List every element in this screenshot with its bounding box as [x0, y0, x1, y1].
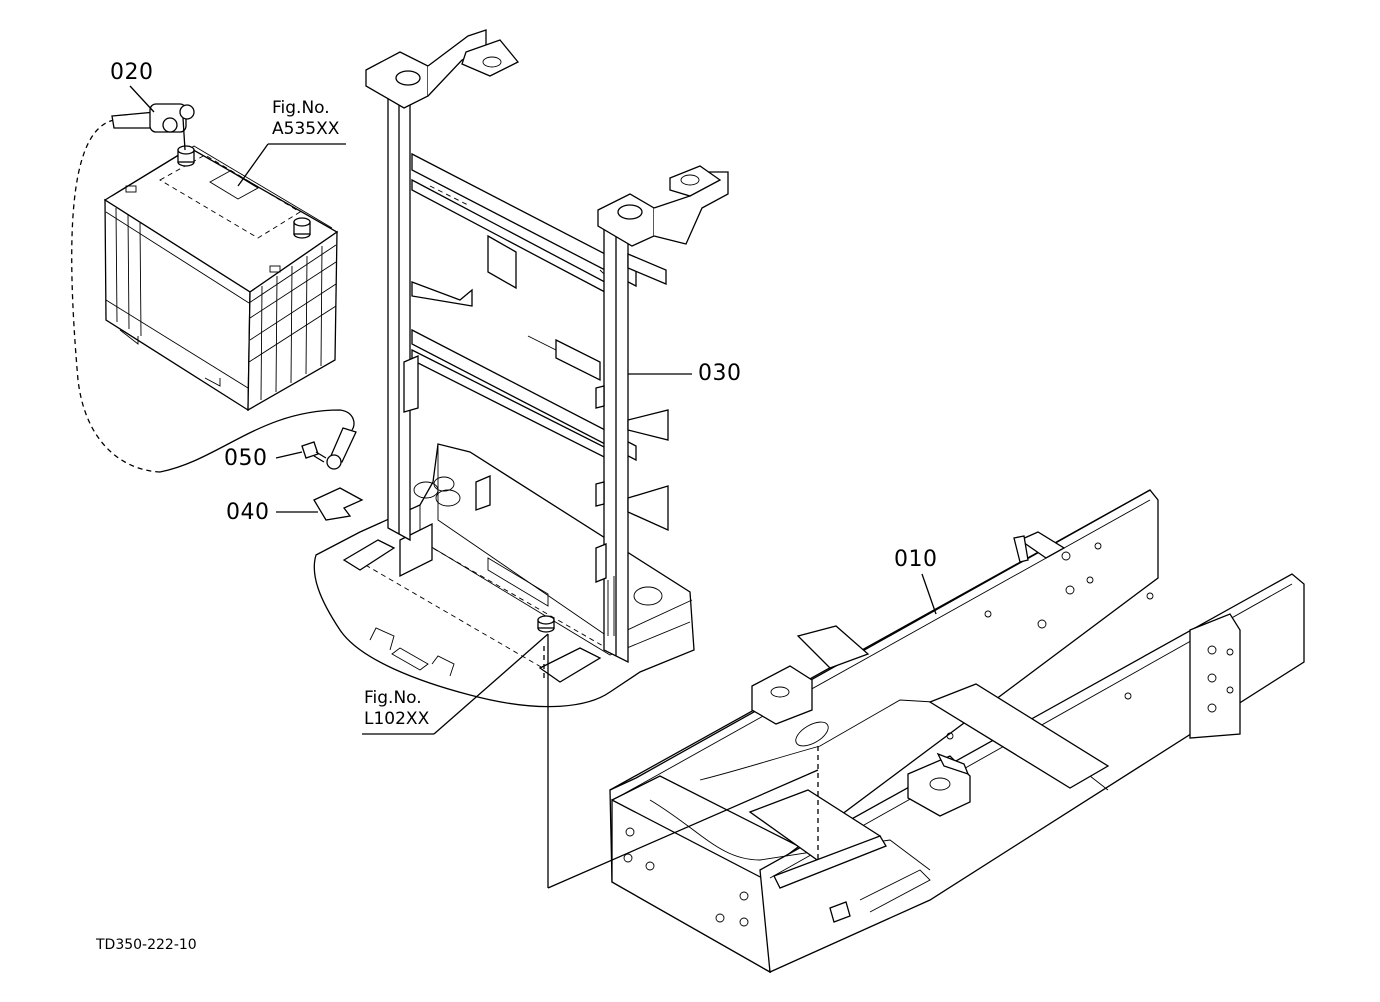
bolt — [537, 615, 555, 633]
figure-ref-bolt-line1: Fig.No. — [364, 688, 422, 708]
figure-ref-bolt-line2: L102XX — [364, 709, 430, 730]
drawing-code: TD350-222-10 — [96, 937, 197, 953]
figure-ref-battery-line2: A535XX — [272, 119, 340, 140]
leader-lines — [129, 85, 937, 889]
figure-ref-bolt: Fig.No. L102XX — [364, 688, 429, 731]
battery — [103, 145, 339, 412]
screw-050 — [301, 441, 327, 463]
figure-ref-battery: Fig.No. A535XX — [272, 98, 339, 141]
battery-cable — [71, 103, 357, 473]
part-label-050: 050 — [224, 446, 268, 471]
clip-040 — [313, 487, 364, 521]
part-label-040: 040 — [226, 500, 270, 525]
part-label-020: 020 — [110, 60, 154, 85]
part-label-010: 010 — [894, 547, 938, 572]
battery-bracket-030 — [313, 29, 729, 708]
frame-010 — [609, 489, 1305, 974]
part-label-030: 030 — [698, 361, 742, 386]
figure-ref-battery-line1: Fig.No. — [272, 98, 330, 118]
